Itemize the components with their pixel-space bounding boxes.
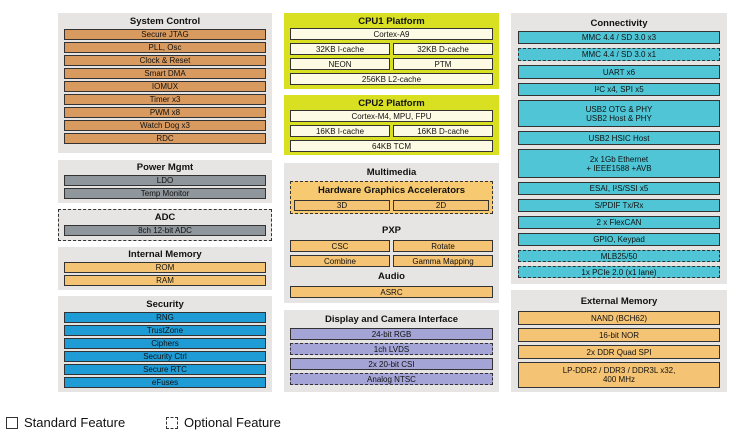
adc-panel: ADC 8ch 12-bit ADC bbox=[58, 209, 272, 241]
timer-block: Timer x3 bbox=[64, 94, 266, 105]
standard-feature-swatch bbox=[6, 416, 18, 429]
nand-block: NAND (BCH62) bbox=[518, 311, 720, 325]
csi-block: 2x 20-bit CSI bbox=[290, 358, 493, 370]
system-control-title: System Control bbox=[129, 16, 201, 27]
cpu2-title: CPU2 Platform bbox=[358, 98, 425, 109]
system-control-panel: System Control Secure JTAG PLL, Osc Cloc… bbox=[58, 13, 272, 153]
hga-title: Hardware Graphics Accelerators bbox=[318, 185, 465, 196]
ethernet-block: 2x 1Gb Ethernet + IEEE1588 +AVB bbox=[518, 149, 720, 178]
nor-block: 16-bit NOR bbox=[518, 328, 720, 342]
temp-monitor-block: Temp Monitor bbox=[64, 188, 266, 199]
connectivity-title: Connectivity bbox=[590, 18, 648, 29]
legend-optional: Optional Feature bbox=[166, 415, 281, 430]
adc-block: 8ch 12-bit ADC bbox=[64, 225, 266, 236]
internal-memory-panel: Internal Memory ROM RAM bbox=[58, 247, 272, 290]
gamma-mapping-block: Gamma Mapping bbox=[393, 255, 493, 267]
multimedia-title: Multimedia bbox=[366, 167, 417, 178]
rdc-block: RDC bbox=[64, 133, 266, 144]
l1-dcache-block: 32KB D-cache bbox=[393, 43, 493, 55]
ldo-block: LDO bbox=[64, 175, 266, 186]
gpio-keypad-block: GPIO, Keypad bbox=[518, 233, 720, 246]
security-title: Security bbox=[146, 299, 184, 310]
ram-block: RAM bbox=[64, 275, 266, 286]
hga-2d-block: 2D bbox=[393, 200, 489, 211]
pll-osc-block: PLL, Osc bbox=[64, 42, 266, 53]
display-panel: Display and Camera Interface 24-bit RGB … bbox=[284, 310, 499, 392]
csc-block: CSC bbox=[290, 240, 390, 252]
display-title: Display and Camera Interface bbox=[324, 314, 459, 325]
hga-group: Hardware Graphics Accelerators 3D 2D bbox=[290, 181, 493, 214]
security-panel: Security RNG TrustZone Ciphers Security … bbox=[58, 296, 272, 392]
ciphers-block: Ciphers bbox=[64, 338, 266, 349]
neon-block: NEON bbox=[290, 58, 390, 70]
mmc-x1-block: MMC 4.4 / SD 3.0 x1 bbox=[518, 48, 720, 61]
power-mgmt-title: Power Mgmt bbox=[136, 162, 194, 173]
rom-block: ROM bbox=[64, 262, 266, 273]
combine-block: Combine bbox=[290, 255, 390, 267]
l1-icache-block: 32KB I-cache bbox=[290, 43, 390, 55]
security-ctrl-block: Security Ctrl bbox=[64, 351, 266, 362]
hga-3d-block: 3D bbox=[294, 200, 390, 211]
external-memory-panel: External Memory NAND (BCH62) 16-bit NOR … bbox=[511, 290, 727, 392]
legend-standard: Standard Feature bbox=[6, 415, 125, 430]
watchdog-block: Watch Dog x3 bbox=[64, 120, 266, 131]
rng-block: RNG bbox=[64, 312, 266, 323]
secure-rtc-block: Secure RTC bbox=[64, 364, 266, 375]
asrc-block: ASRC bbox=[290, 286, 493, 298]
external-memory-title: External Memory bbox=[580, 296, 658, 307]
flexcan-block: 2 x FlexCAN bbox=[518, 216, 720, 229]
smart-dma-block: Smart DMA bbox=[64, 68, 266, 79]
mlb-block: MLB25/50 bbox=[518, 250, 720, 262]
usb2-hsic-block: USB2 HSIC Host bbox=[518, 131, 720, 145]
pwm-block: PWM x8 bbox=[64, 107, 266, 118]
i2c-spi-block: I²C x4, SPI x5 bbox=[518, 83, 720, 96]
secure-jtag-block: Secure JTAG bbox=[64, 29, 266, 40]
cortex-a9-block: Cortex-A9 bbox=[290, 28, 493, 40]
multimedia-panel: Multimedia Hardware Graphics Accelerator… bbox=[284, 163, 499, 303]
clock-reset-block: Clock & Reset bbox=[64, 55, 266, 66]
uart-block: UART x6 bbox=[518, 65, 720, 79]
mmc-x3-block: MMC 4.4 / SD 3.0 x3 bbox=[518, 31, 720, 44]
optional-feature-swatch bbox=[166, 416, 178, 429]
cortex-m4-block: Cortex-M4, MPU, FPU bbox=[290, 110, 493, 122]
connectivity-panel: Connectivity MMC 4.4 / SD 3.0 x3 MMC 4.4… bbox=[511, 13, 727, 284]
lpddr-block: LP-DDR2 / DDR3 / DDR3L x32, 400 MHz bbox=[518, 362, 720, 388]
rotate-block: Rotate bbox=[393, 240, 493, 252]
l2-cache-block: 256KB L2-cache bbox=[290, 73, 493, 85]
cpu1-title: CPU1 Platform bbox=[358, 16, 425, 27]
rgb-block: 24-bit RGB bbox=[290, 328, 493, 340]
quad-spi-block: 2x DDR Quad SPI bbox=[518, 345, 720, 359]
usb2-otg-host-block: USB2 OTG & PHY USB2 Host & PHY bbox=[518, 100, 720, 127]
spdif-block: S/PDIF Tx/Rx bbox=[518, 199, 720, 212]
lvds-block: 1ch LVDS bbox=[290, 343, 493, 355]
trustzone-block: TrustZone bbox=[64, 325, 266, 336]
ptm-block: PTM bbox=[393, 58, 493, 70]
standard-feature-label: Standard Feature bbox=[24, 415, 126, 430]
iomux-block: IOMUX bbox=[64, 81, 266, 92]
tcm-block: 64KB TCM bbox=[290, 140, 493, 152]
adc-title: ADC bbox=[154, 212, 176, 223]
internal-memory-title: Internal Memory bbox=[128, 249, 202, 260]
cpu2-panel: CPU2 Platform Cortex-M4, MPU, FPU 16KB I… bbox=[284, 95, 499, 155]
esai-i2s-block: ESAI, I²S/SSI x5 bbox=[518, 182, 720, 195]
audio-title: Audio bbox=[378, 271, 405, 282]
optional-feature-label: Optional Feature bbox=[184, 415, 281, 430]
power-mgmt-panel: Power Mgmt LDO Temp Monitor bbox=[58, 160, 272, 203]
efuses-block: eFuses bbox=[64, 377, 266, 388]
m4-dcache-block: 16KB D-cache bbox=[393, 125, 493, 137]
m4-icache-block: 16KB I-cache bbox=[290, 125, 390, 137]
pcie-block: 1x PCIe 2.0 (x1 lane) bbox=[518, 266, 720, 278]
cpu1-panel: CPU1 Platform Cortex-A9 32KB I-cache 32K… bbox=[284, 13, 499, 89]
analog-ntsc-block: Analog NTSC bbox=[290, 373, 493, 385]
pxp-title: PXP bbox=[381, 225, 401, 236]
